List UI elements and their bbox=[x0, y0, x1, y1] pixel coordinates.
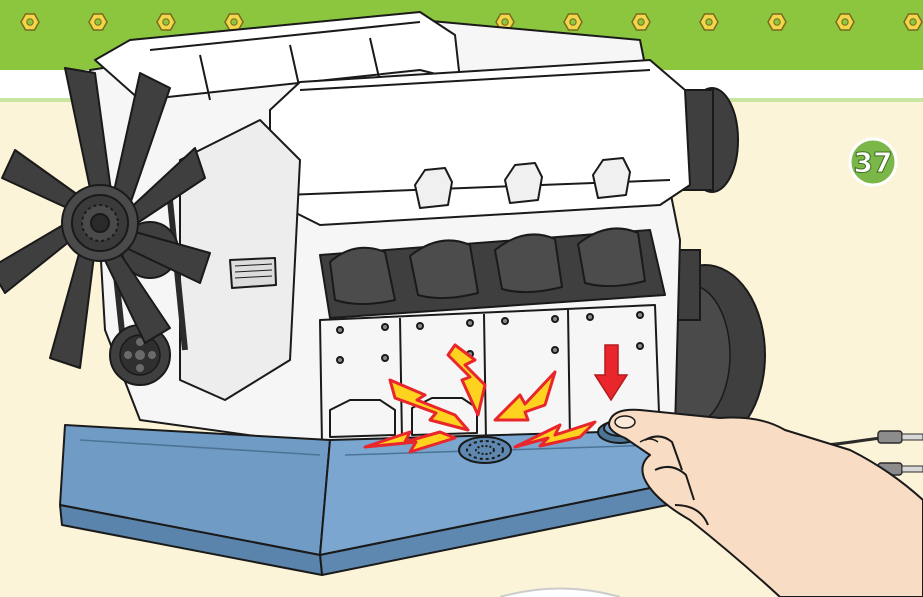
wire-connectors bbox=[878, 431, 923, 475]
display-base bbox=[60, 425, 692, 575]
bottom-arc bbox=[500, 589, 620, 597]
speaker-grille bbox=[459, 437, 511, 463]
step-number: 37 bbox=[854, 146, 893, 179]
step-badge: 37 bbox=[850, 139, 896, 185]
